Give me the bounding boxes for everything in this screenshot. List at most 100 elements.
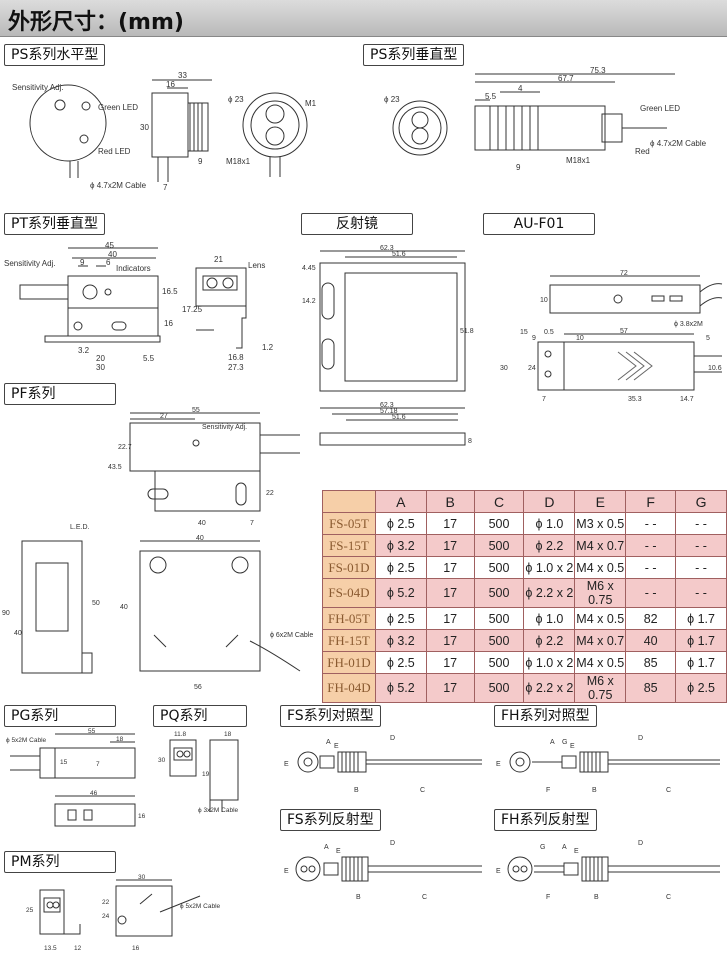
label-b: B	[594, 894, 599, 901]
col-header-g: G	[675, 490, 727, 513]
table-cell: 500	[473, 629, 525, 652]
cable-label: ϕ 6x2M Cable	[270, 632, 313, 639]
table-cell: ϕ 2.2 x 2	[523, 578, 576, 608]
dim-57: 57	[620, 328, 628, 335]
col-header-a: A	[374, 490, 427, 513]
section-label-pt-vertical: PT系列垂直型	[4, 213, 105, 235]
table-cell: 40	[625, 629, 677, 652]
model-cell: FH-01D	[322, 651, 376, 674]
table-cell: - -	[675, 578, 727, 608]
dim-3-2: 3.2	[78, 346, 90, 355]
dim-16: 16	[166, 80, 175, 89]
table-cell: M6 x 0.75	[574, 673, 627, 703]
reflector-drawing: 62.3 51.6 4.45 14.2 51.8 62.3 57.18 51.6…	[300, 243, 475, 458]
table-cell: ϕ 2.5	[374, 512, 427, 535]
dim-40-b: 40	[14, 630, 22, 637]
dim-10-6: 10.6	[708, 365, 722, 372]
model-cell: FH-15T	[322, 629, 376, 652]
table-cell: ϕ 2.5	[374, 651, 427, 674]
dim-12: 12	[74, 945, 82, 952]
fs-thru-drawing: A E D E B C	[278, 730, 488, 805]
table-cell: ϕ 3.2	[374, 534, 427, 557]
ps-horizontal-drawing: Sensitivity Adj. Green LED Red LED ϕ 4.7…	[0, 68, 360, 198]
model-cell: FH-05T	[322, 607, 376, 630]
label-c: C	[422, 894, 427, 901]
dim-13-5: 13.5	[44, 945, 57, 952]
dim-22-7: 22.7	[118, 444, 132, 451]
label-a: A	[550, 739, 555, 746]
dim-18: 18	[224, 731, 232, 738]
cable-label: ϕ 3x2M Cable	[198, 807, 239, 814]
table-cell: - -	[625, 556, 677, 579]
section-label-ps-horizontal: PS系列水平型	[4, 44, 106, 66]
pq-drawing: 11.8 18 30 19 ϕ 3x2M Cable	[150, 728, 270, 818]
dim-25: 25	[26, 907, 34, 914]
cable-label: ϕ 4.7x2M Cable	[90, 181, 147, 190]
fh-refl-drawing: G A E D E F B C	[490, 835, 725, 910]
label-g: G	[562, 739, 567, 746]
lens-label: Lens	[248, 261, 265, 270]
table-cell: 500	[473, 556, 525, 579]
dim-30: 30	[140, 123, 149, 132]
dim-8: 8	[468, 438, 472, 445]
pm-drawing: 25 13.5 12 30 22 24 16 ϕ 5x2M Cable	[20, 874, 230, 954]
dim-16: 16	[138, 813, 146, 820]
pg-drawing: 55 18 ϕ 5x2M Cable 15 7 46 16	[0, 728, 150, 838]
table-cell: 500	[473, 607, 525, 630]
dim-5: 5	[706, 335, 710, 342]
table-cell: ϕ 1.0	[523, 512, 576, 535]
sensitivity-adj-label: Sensitivity Adj.	[202, 424, 247, 431]
dim-4-45: 4.45	[302, 265, 316, 272]
dim-43-5: 43.5	[108, 464, 122, 471]
label-f: F	[546, 894, 550, 901]
label-b: B	[592, 787, 597, 794]
dim-90: 90	[2, 610, 10, 617]
dia-23: ϕ 23	[228, 95, 244, 104]
dim-15: 15	[60, 759, 68, 766]
table-cell: - -	[675, 556, 727, 579]
dim-15: 15	[520, 329, 528, 336]
label-d: D	[390, 840, 395, 847]
au-f01-drawing: 72 ϕ 3.8x2M 10 57 10 5 15 9 0.5 24 30 7 …	[500, 270, 725, 405]
dim-14-2: 14.2	[302, 298, 316, 305]
dim-16-8: 16.8	[228, 353, 244, 362]
table-cell: ϕ 1.0 x 2	[523, 556, 576, 579]
table-cell: - -	[675, 512, 727, 535]
dim-10-b: 10	[576, 335, 584, 342]
dim-5-5: 5.5	[485, 92, 497, 101]
model-cell: FS-15T	[322, 534, 376, 557]
dim-14-7: 14.7	[680, 396, 694, 403]
led-label: L.E.D.	[70, 524, 90, 531]
col-header-f: F	[625, 490, 677, 513]
fh-thru-drawing: A G E D E F B C	[490, 730, 725, 805]
cable-label: ϕ 5x2M Cable	[180, 903, 221, 910]
table-cell: M6 x 0.75	[574, 578, 627, 608]
table-cell: ϕ 5.2	[374, 578, 427, 608]
dim-9: 9	[198, 157, 203, 166]
dim-30: 30	[158, 757, 166, 764]
green-led-label: Green LED	[98, 103, 138, 112]
table-cell: ϕ 1.7	[675, 651, 727, 674]
dim-40-c: 40	[196, 535, 204, 542]
table-cell: ϕ 2.5	[374, 607, 427, 630]
dim-30: 30	[96, 363, 105, 372]
dim-6: 6	[106, 258, 111, 267]
label-f: F	[546, 787, 550, 794]
table-cell: 17	[425, 534, 475, 557]
section-label-pf: PF系列	[4, 383, 116, 405]
dim-30: 30	[500, 365, 508, 372]
table-cell: - -	[625, 512, 677, 535]
model-cell: FS-04D	[322, 578, 376, 608]
label-d: D	[390, 735, 395, 742]
dim-35-3: 35.3	[628, 396, 642, 403]
dim-24: 24	[102, 913, 110, 920]
dim-27: 27	[160, 413, 168, 420]
table-cell: M4 x 0.7	[574, 629, 627, 652]
col-header-d: D	[523, 490, 576, 513]
table-cell: M4 x 0.5	[574, 651, 627, 674]
dim-4: 4	[518, 84, 523, 93]
table-cell: ϕ 2.2	[523, 629, 576, 652]
table-cell: ϕ 1.0	[523, 607, 576, 630]
